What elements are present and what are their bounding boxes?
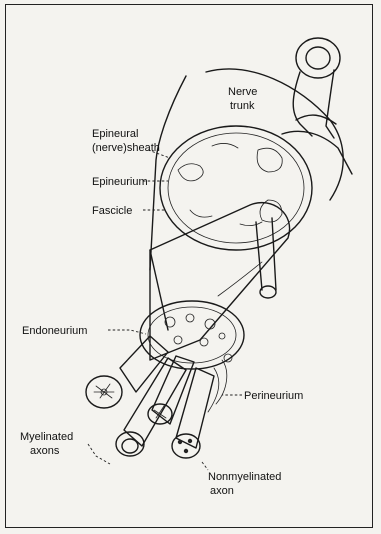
label-fascicle: Fascicle <box>92 205 132 217</box>
label-nonmyelinated: Nonmyelinated <box>208 471 281 483</box>
nonmyelinated-axon <box>172 368 214 458</box>
label-perineurium: Perineurium <box>244 390 303 402</box>
leader-lines <box>88 150 242 470</box>
label-axon: axon <box>210 485 234 497</box>
fascicle-cross-section <box>140 301 244 412</box>
myelinated-axon-1 <box>86 336 168 408</box>
label-nerve: Nerve <box>228 86 257 98</box>
label-trunk: trunk <box>230 100 255 112</box>
label-myelinated: Myelinated <box>20 431 73 443</box>
myelinated-axon-3 <box>148 356 194 424</box>
label-axons: axons <box>30 445 60 457</box>
label-endoneurium: Endoneurium <box>22 325 87 337</box>
fascicle-tube <box>150 203 290 360</box>
label-epineural: Epineural <box>92 128 138 140</box>
label-epineurium: Epineurium <box>92 176 148 188</box>
label-nerve-sheath: (nerve)sheath <box>92 142 160 154</box>
